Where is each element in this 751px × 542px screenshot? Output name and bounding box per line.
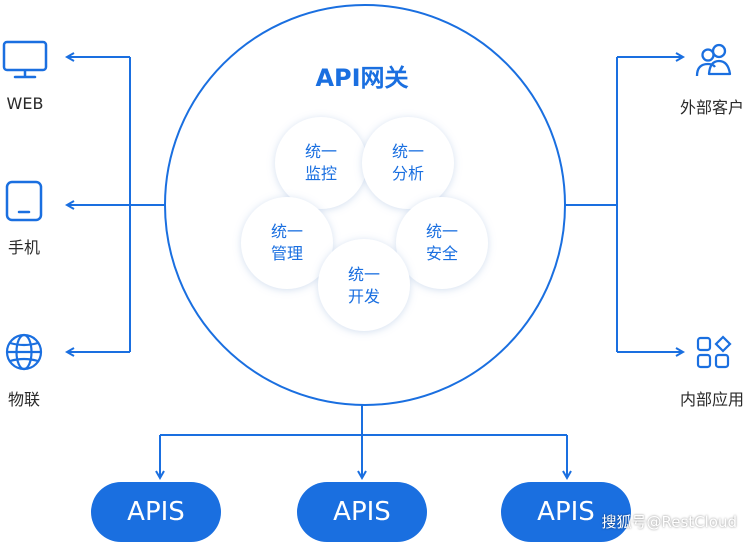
apis-pill-3: [501, 482, 631, 542]
module-line1: 统一: [347, 265, 380, 284]
right-connectors: [565, 57, 683, 352]
apis-pill-2: [297, 482, 427, 542]
module-line1: 统一: [391, 142, 424, 161]
monitor-icon: [2, 40, 48, 79]
apis-label-1: APIS: [127, 497, 185, 527]
users-icon: [695, 43, 732, 77]
module-bubble-security: [396, 197, 488, 289]
globe-icon: [5, 333, 43, 371]
client-label-internal: 内部应用: [679, 390, 744, 409]
client-label-mobile: 手机: [7, 238, 40, 257]
module-line2: 安全: [425, 244, 458, 263]
apps-grid-icon: [696, 335, 732, 369]
gateway-title: API网关: [315, 64, 409, 92]
module-bubble-manage: [241, 197, 333, 289]
module-line1: 统一: [270, 222, 303, 241]
tablet-icon: [5, 180, 43, 222]
apis-label-3: APIS: [537, 497, 595, 527]
module-line2: 开发: [347, 287, 380, 306]
module-monitor: 统一 监控: [276, 141, 366, 185]
client-label-web: WEB: [6, 94, 44, 113]
watermark: 搜狐号@RestCloud: [601, 513, 737, 531]
module-security: 统一 安全: [397, 221, 487, 265]
module-line1: 统一: [304, 142, 337, 161]
module-line2: 管理: [270, 244, 303, 263]
module-bubble-analysis: [362, 117, 454, 209]
apis-label-2: APIS: [333, 497, 391, 527]
module-line2: 监控: [304, 164, 337, 183]
client-label-iot: 物联: [7, 390, 40, 409]
module-bubble-monitor: [275, 117, 367, 209]
module-analysis: 统一 分析: [363, 141, 453, 185]
client-label-external: 外部客户: [679, 98, 744, 117]
left-connectors: [67, 57, 165, 352]
module-bubble-dev: [318, 239, 410, 331]
module-line2: 分析: [391, 164, 424, 183]
module-manage: 统一 管理: [242, 221, 332, 265]
bottom-connectors: [160, 405, 567, 478]
module-line1: 统一: [425, 222, 458, 241]
module-dev: 统一 开发: [319, 264, 409, 308]
apis-pill-1: [91, 482, 221, 542]
